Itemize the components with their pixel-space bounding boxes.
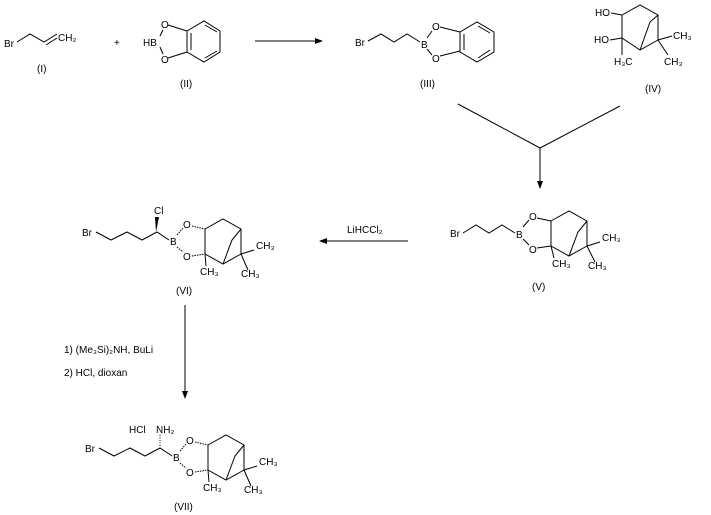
atom-nh2: NH₂ <box>156 425 174 436</box>
plus-sign: + <box>114 38 120 49</box>
compound-VI: Br Cl B O O CH₃ CH₃ CH₃ (VI) <box>82 206 275 297</box>
atom-ch3: CH₃ <box>588 261 607 272</box>
atom-br: Br <box>4 39 15 50</box>
atom-ch3: CH₃ <box>602 233 621 244</box>
atom-b: B <box>170 237 177 248</box>
atom-ch3: CH₃ <box>664 57 683 68</box>
atom-ch3: CH₃ <box>673 31 692 42</box>
atom-ch3: CH₃ <box>259 457 278 468</box>
compound-label-II: (II) <box>180 79 192 90</box>
atom-o: O <box>161 55 169 66</box>
compound-label-I: (I) <box>37 64 46 75</box>
compound-label-III: (III) <box>420 79 435 90</box>
atom-ch3: CH₃ <box>200 267 219 278</box>
wedge-bond <box>155 217 159 232</box>
atom-br: Br <box>82 228 93 239</box>
atom-hb: HB <box>143 38 157 49</box>
compound-label-VII: (VII) <box>174 502 193 513</box>
atom-o: O <box>183 220 191 231</box>
atom-ch3: CH₃ <box>203 483 222 494</box>
atom-ho: HO <box>594 35 609 46</box>
atom-ch2: CH₂ <box>58 33 76 44</box>
atom-o: O <box>529 245 537 256</box>
compound-label-V: (V) <box>532 282 545 293</box>
atom-o: O <box>529 212 537 223</box>
atom-b: B <box>516 230 523 241</box>
reagent-label: LiHCCl₂ <box>347 225 383 236</box>
atom-br: Br <box>355 38 366 49</box>
atom-ch3: CH₃ <box>241 269 260 280</box>
atom-h3c: H₃C <box>614 57 633 68</box>
compound-II: HB O O (II) <box>143 20 221 90</box>
compound-label-VI: (VI) <box>176 286 192 297</box>
compound-IV: HO HO H₃C CH₃ CH₃ (IV) <box>594 4 692 95</box>
atom-o: O <box>186 436 194 447</box>
atom-ho: HO <box>595 8 610 19</box>
atom-ch3: CH₃ <box>256 241 275 252</box>
compound-VII: Br HCl NH₂ B O O CH₃ CH₃ CH₃ (VII) <box>85 425 278 513</box>
atom-o: O <box>432 22 440 33</box>
atom-b: B <box>421 40 428 51</box>
atom-br: Br <box>85 444 96 455</box>
compound-I: Br CH₂ (I) <box>4 33 76 75</box>
reagent-label: 2) HCl, dioxan <box>64 368 127 379</box>
atom-b: B <box>173 453 180 464</box>
atom-hcl: HCl <box>129 425 146 436</box>
atom-ch3: CH₃ <box>552 259 571 270</box>
compound-V: Br B O O CH₃ CH₃ CH₃ (V) <box>450 210 621 293</box>
atom-br: Br <box>450 229 461 240</box>
atom-o: O <box>186 468 194 479</box>
atom-o: O <box>183 252 191 263</box>
atom-ch3: CH₃ <box>244 485 263 496</box>
atom-cl: Cl <box>154 206 163 217</box>
compound-III: Br B O O (III) <box>355 21 495 90</box>
atom-o: O <box>432 54 440 65</box>
converging-arrow <box>457 103 621 188</box>
reagent-label: 1) (Me₃Si)₂NH, BuLi <box>64 345 153 356</box>
compound-label-IV: (IV) <box>645 84 661 95</box>
atom-o: O <box>161 20 169 31</box>
